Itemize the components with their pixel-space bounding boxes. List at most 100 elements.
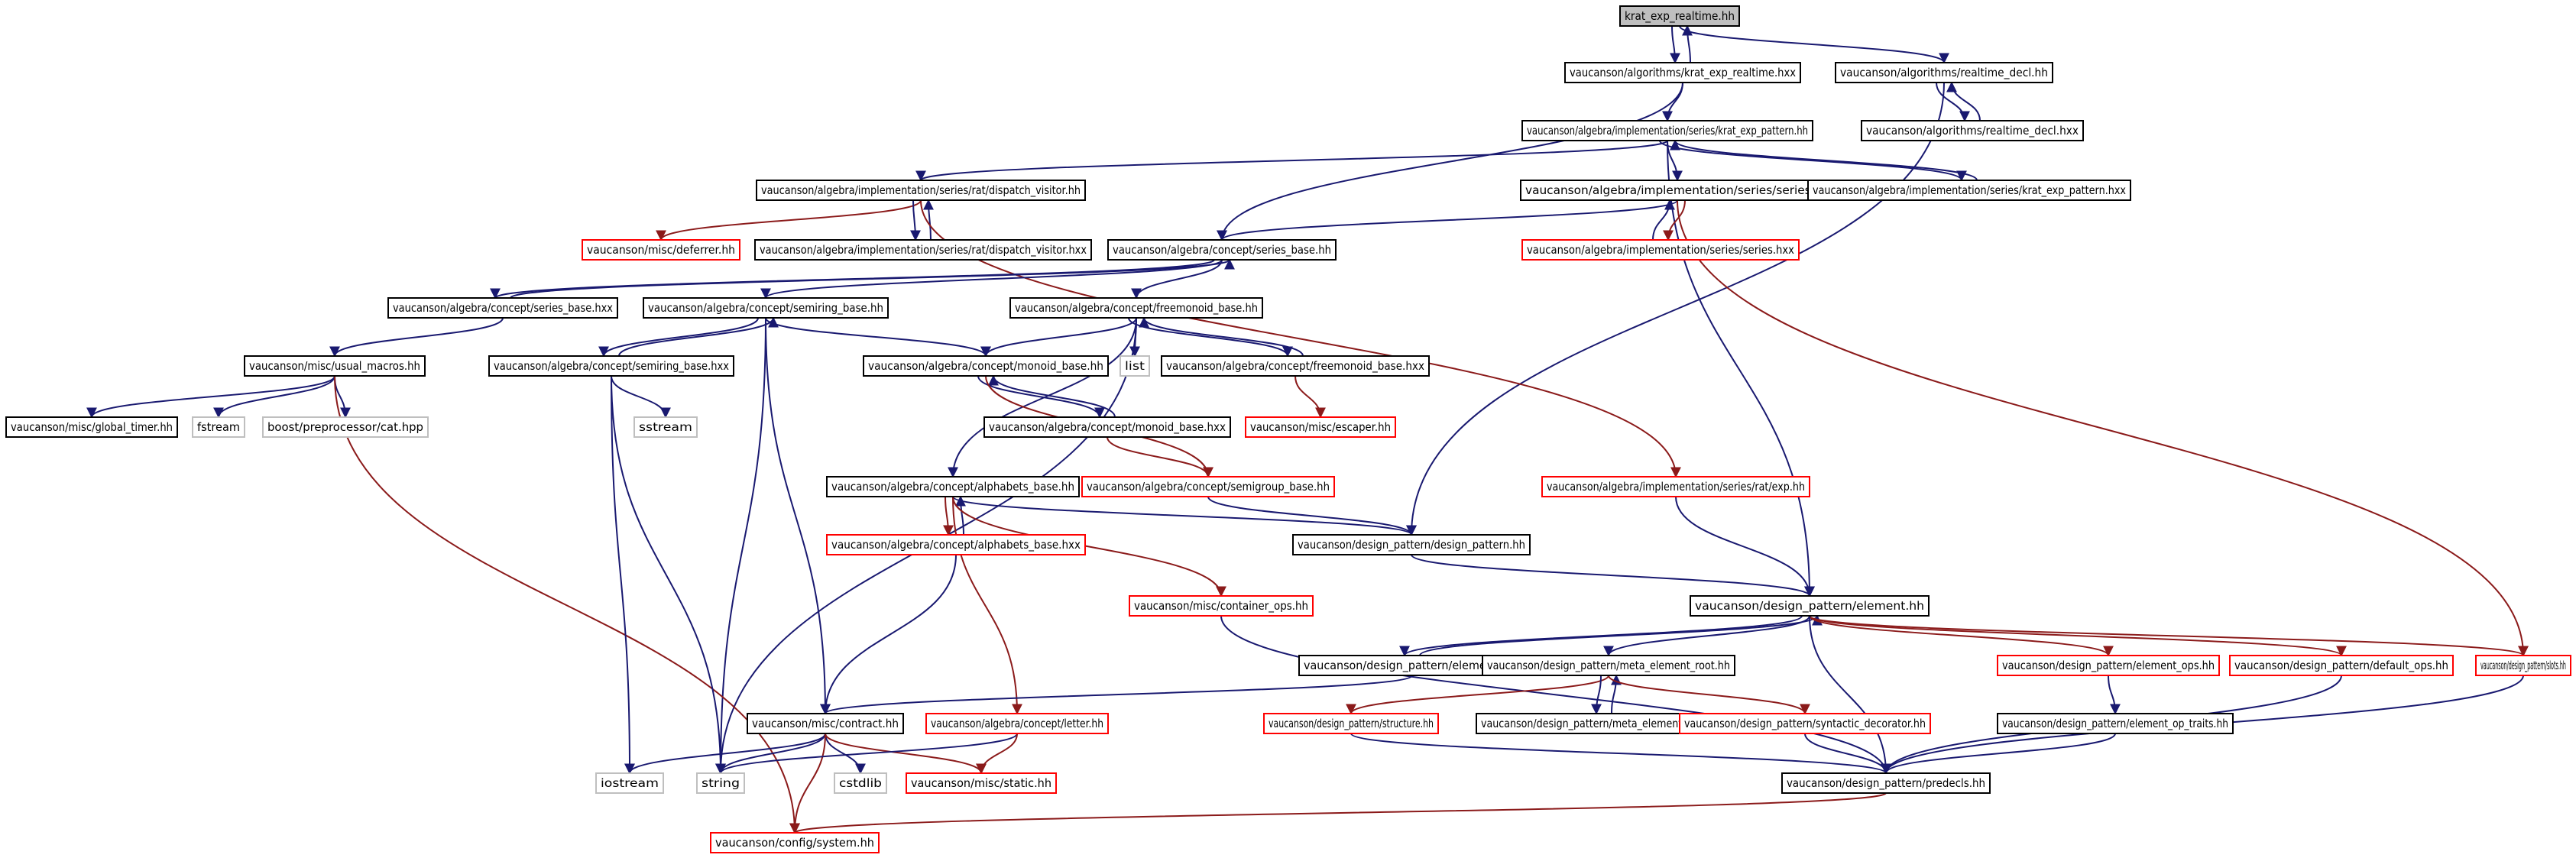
node-n37[interactable]: vaucanson/design_pattern/slots.hh (2475, 655, 2571, 676)
node-n11[interactable]: vaucanson/algebra/concept/series_base.hh (1107, 239, 1337, 261)
node-n17[interactable]: vaucanson/algebra/concept/monoid_base.hh (863, 355, 1109, 377)
node-n32[interactable]: vaucanson/design_pattern/element.hh (1690, 595, 1930, 617)
node-label: vaucanson/algebra/implementation/series/… (1525, 183, 1829, 197)
node-n25[interactable]: vaucanson/misc/escaper.hh (1245, 416, 1396, 438)
node-n4[interactable]: vaucanson/algebra/implementation/series/… (1521, 120, 1813, 141)
node-n40[interactable]: vaucanson/design_pattern/structure.hh (1263, 713, 1439, 734)
edge-line (1350, 733, 1891, 775)
node-box (387, 297, 618, 319)
edge-line (1294, 375, 1326, 419)
node-n1[interactable]: vaucanson/algorithms/krat_exp_realtime.h… (1564, 62, 1801, 83)
node-n3[interactable]: vaucanson/algorithms/realtime_decl.hxx (1861, 120, 2084, 141)
edge-line (611, 375, 726, 775)
node-label: vaucanson/algebra/concept/freemonoid_bas… (1166, 359, 1424, 374)
node-label: vaucanson/config/system.hh (715, 836, 874, 850)
edge-n39-n47 (976, 733, 1018, 775)
edge-line (86, 375, 335, 419)
edge-line (510, 258, 1235, 299)
node-n48[interactable]: vaucanson/design_pattern/predecls.hh (1781, 772, 1991, 794)
edge-line (611, 375, 635, 775)
node-n0[interactable]: krat_exp_realtime.hh (1619, 5, 1740, 27)
node-n12[interactable]: vaucanson/algebra/concept/series_base.hx… (387, 297, 618, 319)
node-box (1120, 355, 1150, 377)
node-box (262, 416, 429, 438)
edge-line (1670, 139, 1978, 181)
node-n28[interactable]: vaucanson/algebra/implementation/series/… (1541, 476, 1810, 497)
node-n33[interactable]: vaucanson/design_pattern/element.hxx (1298, 655, 1526, 676)
edge-n1-n4 (1662, 82, 1683, 122)
node-n49[interactable]: vaucanson/config/system.hh (710, 832, 880, 853)
node-label: vaucanson/design_pattern/structure.hh (1269, 717, 1434, 731)
edge-n34-n42 (1608, 675, 1810, 715)
node-n30[interactable]: vaucanson/design_pattern/design_pattern.… (1292, 534, 1531, 555)
node-n34[interactable]: vaucanson/design_pattern/meta_element_ro… (1482, 655, 1735, 676)
edge-line (1675, 496, 1815, 597)
edge-n19-n25 (1294, 375, 1326, 419)
edge-n6-n37 (1677, 199, 2529, 657)
edge-n14-n17 (980, 317, 1137, 358)
node-box (747, 713, 904, 734)
node-n14[interactable]: vaucanson/algebra/concept/freemonoid_bas… (1009, 297, 1263, 319)
node-n29[interactable]: vaucanson/algebra/concept/alphabets_base… (826, 534, 1086, 555)
node-n8[interactable]: vaucanson/misc/deferrer.hh (582, 239, 740, 261)
node-n20[interactable]: vaucanson/misc/global_timer.hh (5, 416, 178, 438)
node-label: vaucanson/misc/contract.hh (752, 717, 899, 730)
edge-n34-n40 (1346, 675, 1609, 715)
node-n31[interactable]: vaucanson/misc/container_ops.hh (1129, 595, 1314, 617)
edge-n4-n32 (1667, 140, 1815, 597)
node-box (983, 416, 1231, 438)
node-label: vaucanson/misc/deferrer.hh (587, 243, 735, 257)
node-n43[interactable]: vaucanson/design_pattern/element_op_trai… (1997, 713, 2234, 734)
edge-layer (86, 24, 2529, 834)
node-label: string (702, 776, 740, 790)
node-n26[interactable]: vaucanson/algebra/concept/alphabets_base… (826, 476, 1080, 497)
node-label: vaucanson/misc/global_timer.hh (11, 420, 173, 435)
node-n19[interactable]: vaucanson/algebra/concept/freemonoid_bas… (1161, 355, 1430, 377)
node-box (756, 180, 1086, 201)
node-n35[interactable]: vaucanson/design_pattern/element_ops.hh (1997, 655, 2220, 676)
node-n16[interactable]: vaucanson/algebra/concept/semiring_base.… (488, 355, 734, 377)
node-label: vaucanson/misc/escaper.hh (1250, 420, 1391, 434)
edge-line (1591, 675, 1602, 715)
edge-n39-n45 (715, 733, 1018, 775)
node-n10[interactable]: vaucanson/algebra/implementation/series/… (1521, 239, 1800, 261)
node-n39[interactable]: vaucanson/algebra/concept/letter.hh (925, 713, 1109, 734)
node-box (754, 239, 1092, 261)
edge-line (789, 733, 826, 834)
node-n6[interactable]: vaucanson/algebra/implementation/series/… (1520, 180, 1835, 201)
node-box (1161, 355, 1430, 377)
edge-line (1220, 615, 1891, 775)
edge-n0-n2 (1679, 25, 1949, 64)
edge-line (820, 554, 957, 715)
edge-line (715, 733, 826, 775)
node-n7[interactable]: vaucanson/algebra/implementation/series/… (1807, 180, 2131, 201)
node-label: vaucanson/algebra/concept/series_base.hh (1113, 243, 1331, 257)
edge-line (1603, 615, 1810, 657)
node-label: vaucanson/design_pattern/element_ops.hh (2002, 659, 2215, 673)
node-n13[interactable]: vaucanson/algebra/concept/semiring_base.… (643, 297, 889, 319)
edge-n42-n48 (1804, 733, 1891, 775)
node-n9[interactable]: vaucanson/algebra/implementation/series/… (754, 239, 1092, 261)
edge-n30-n32 (1411, 554, 1815, 597)
node-n38[interactable]: vaucanson/misc/contract.hh (747, 713, 904, 734)
edge-n32-n36 (1809, 615, 2347, 657)
node-box (1009, 297, 1263, 319)
node-n15[interactable]: vaucanson/misc/usual_macros.hh (244, 355, 426, 377)
node-n2[interactable]: vaucanson/algorithms/realtime_decl.hh (1835, 62, 2053, 83)
node-n47[interactable]: vaucanson/misc/static.hh (906, 772, 1057, 794)
node-n24[interactable]: vaucanson/algebra/concept/monoid_base.hx… (983, 416, 1231, 438)
node-n22: boost/preprocessor/cat.hpp (262, 416, 429, 438)
node-label: vaucanson/algebra/concept/letter.hh (931, 717, 1103, 730)
node-n36[interactable]: vaucanson/design_pattern/default_ops.hh (2229, 655, 2454, 676)
node-n27[interactable]: vaucanson/algebra/concept/semigroup_base… (1081, 476, 1335, 497)
node-n42[interactable]: vaucanson/design_pattern/syntactic_decor… (1679, 713, 1931, 734)
node-n5[interactable]: vaucanson/algebra/implementation/series/… (756, 180, 1086, 201)
edge-n24-n17 (988, 374, 1116, 418)
edge-line (1682, 24, 1693, 63)
edge-n4-n7 (1659, 140, 1967, 182)
edge-n13-n16 (598, 317, 759, 358)
edge-line (1662, 82, 1683, 122)
edge-line (1936, 82, 1970, 122)
edge-n12-n11 (510, 258, 1235, 299)
